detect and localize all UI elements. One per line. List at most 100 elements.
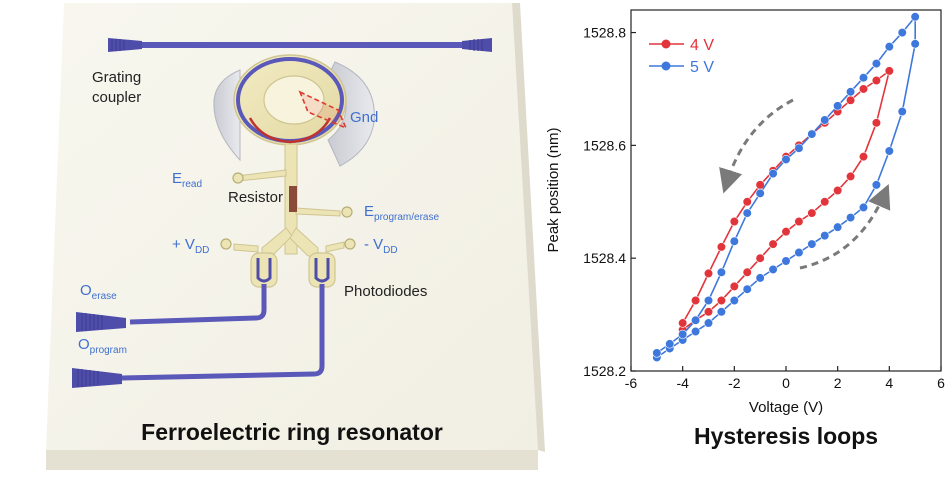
legend-label-4v: 4 V [690, 37, 714, 54]
x-tick-label: 2 [834, 375, 842, 391]
x-axis-ticks: -6 -4 -2 0 2 4 6 [625, 366, 945, 391]
legend-marker-5v [661, 61, 671, 71]
data-point [690, 315, 701, 325]
label-vdd-plus: + VDD [172, 236, 209, 256]
chart-series [652, 12, 920, 363]
label-vdd-minus: - VDD [364, 236, 398, 256]
data-point [755, 253, 765, 263]
label-grating-line2: coupler [92, 89, 141, 106]
data-point [807, 239, 817, 249]
label-o-erase: Oerase [80, 282, 117, 302]
heater-arc [248, 117, 332, 144]
data-point [807, 208, 817, 218]
x-tick-label: -6 [625, 375, 638, 391]
arrow-decreasing [719, 98, 794, 194]
y-tick-label: 1528.8 [583, 25, 626, 41]
x-tick-label: 6 [937, 375, 945, 391]
chart-title: Hysteresis loops [694, 423, 878, 449]
diagram-title: Ferroelectric ring resonator [141, 419, 443, 445]
coupler-gratings [77, 313, 103, 387]
data-point [781, 256, 791, 266]
x-tick-label: 0 [782, 375, 790, 391]
data-point [858, 202, 869, 213]
data-point [742, 284, 752, 294]
ring-resonator [233, 54, 348, 146]
data-point [845, 212, 856, 223]
data-point [781, 227, 791, 237]
bus-waveguide [108, 38, 492, 52]
label-e-program-erase: Eprogram/erase [364, 203, 439, 223]
data-point [794, 247, 804, 258]
data-point [858, 84, 869, 94]
data-point [652, 348, 662, 358]
legend-marker-4v [661, 39, 671, 49]
label-photodiodes: Photodiodes [344, 283, 427, 300]
data-point [768, 239, 778, 249]
data-point [820, 115, 830, 125]
arrow-increasing [799, 183, 891, 270]
photodiodes [250, 252, 336, 288]
data-point [703, 318, 714, 328]
y-axis-label: Peak position (nm) [545, 127, 562, 252]
legend-label-5v: 5 V [690, 59, 714, 76]
data-point [781, 154, 791, 165]
data-point [794, 216, 804, 227]
data-point [871, 75, 882, 86]
y-tick-label: 1528.2 [583, 363, 626, 379]
data-point [716, 242, 727, 252]
y-axis-ticks: 1528.2 1528.4 1528.6 1528.8 [583, 25, 636, 379]
data-point [755, 188, 765, 198]
data-point [678, 329, 688, 339]
data-point [845, 95, 856, 105]
data-point [897, 27, 907, 38]
y-tick-label: 1528.4 [583, 250, 626, 266]
data-point [833, 185, 843, 196]
y-tick-label: 1528.6 [583, 137, 626, 153]
hysteresis-chart: -6 -4 -2 0 2 4 6 1528.2 1528.4 1528.6 1528.8 4 V … [545, 9, 945, 449]
data-point [729, 236, 739, 246]
data-point [703, 268, 714, 279]
data-point [858, 73, 869, 83]
gnd-highlight-box [298, 90, 348, 130]
data-point [910, 12, 920, 22]
data-point [690, 326, 701, 337]
data-point [910, 39, 920, 49]
x-tick-label: -2 [728, 375, 741, 391]
x-axis-label: Voltage (V) [749, 399, 823, 416]
label-gnd: Gnd [350, 109, 378, 126]
plot-frame [630, 9, 942, 372]
output-coupler-erase [76, 312, 126, 332]
data-point [678, 318, 688, 328]
data-point [690, 295, 701, 306]
data-point [665, 339, 675, 349]
data-point [871, 58, 882, 69]
data-point [742, 208, 752, 218]
data-point [884, 66, 894, 76]
ground-pad-left [213, 69, 241, 162]
legend: 4 V 5 V [649, 37, 714, 76]
data-point [742, 197, 752, 207]
label-o-program: Oprogram [78, 336, 127, 356]
data-point [833, 101, 843, 111]
label-resistor: Resistor [228, 189, 283, 206]
data-point [755, 273, 765, 283]
x-tick-label: 4 [885, 375, 893, 391]
data-point [820, 197, 830, 207]
data-point [820, 231, 830, 241]
data-point [845, 87, 856, 97]
x-tick-label: -4 [676, 375, 689, 391]
output-coupler-program [72, 368, 122, 388]
data-point [729, 216, 739, 227]
data-point [833, 222, 843, 232]
label-grating-line1: Grating [92, 69, 141, 86]
data-point [807, 129, 817, 139]
data-point [742, 267, 752, 277]
data-point [716, 307, 727, 317]
data-point [729, 295, 739, 306]
data-point [794, 143, 804, 153]
output-waveguides [121, 284, 325, 381]
data-point [884, 146, 894, 156]
data-point [703, 307, 714, 317]
data-point [871, 118, 882, 128]
